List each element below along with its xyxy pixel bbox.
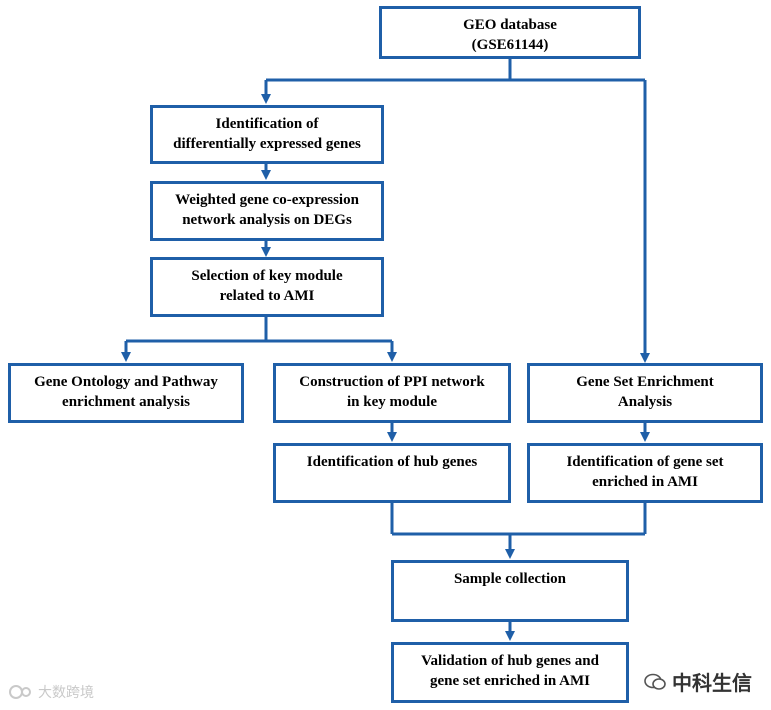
- node-label-line: enrichment analysis: [62, 394, 190, 410]
- node-label-line: in key module: [346, 394, 437, 410]
- node-gsea: Gene Set Enrichment Analysis: [527, 363, 763, 423]
- node-ppi-network: Construction of PPI network in key modul…: [273, 363, 511, 423]
- node-label-line: Analysis: [617, 394, 673, 410]
- node-go-pathway: Gene Ontology and Pathway enrichment ana…: [8, 363, 244, 423]
- node-gene-set-enriched: Identification of gene set enriched in A…: [527, 443, 763, 503]
- node-label-line: Identification of gene set: [566, 454, 724, 470]
- node-label-line: related to AMI: [219, 288, 315, 304]
- node-label-line: Validation of hub genes and: [421, 653, 599, 669]
- watermark-left-text: 大数跨境: [38, 685, 94, 701]
- node-label-line: Identification of: [215, 116, 319, 132]
- node-label-line: gene set enriched in AMI: [430, 673, 590, 689]
- node-deg-identification: Identification of differentially express…: [150, 105, 384, 164]
- node-label-line: GEO database: [463, 17, 557, 33]
- node-geo-database: GEO database (GSE61144): [379, 6, 641, 59]
- node-hub-genes: Identification of hub genes: [273, 443, 511, 503]
- node-wgcna: Weighted gene co-expression network anal…: [150, 181, 384, 241]
- node-label-line: differentially expressed genes: [173, 136, 361, 152]
- node-label-line: Selection of key module: [191, 268, 343, 284]
- node-sample-collection: Sample collection: [391, 560, 629, 622]
- watermark-right-text: 中科生信: [672, 671, 752, 695]
- watermark-left: 大数跨境: [8, 682, 94, 702]
- node-label-line: (GSE61144): [471, 37, 549, 53]
- node-key-module: Selection of key module related to AMI: [150, 257, 384, 317]
- node-label-line: Construction of PPI network: [299, 374, 485, 390]
- camera-logo-icon: [9, 685, 31, 699]
- watermark-right: 中科生信: [644, 667, 752, 696]
- node-label-line: enriched in AMI: [592, 474, 698, 490]
- node-label-line: Weighted gene co-expression: [175, 192, 359, 208]
- node-label-line: Gene Ontology and Pathway: [34, 374, 218, 390]
- node-label-line: network analysis on DEGs: [182, 212, 352, 228]
- node-label-line: Sample collection: [453, 571, 567, 587]
- node-validation: Validation of hub genes and gene set enr…: [391, 642, 629, 703]
- wechat-icon: [644, 673, 666, 690]
- node-label-line: Identification of hub genes: [306, 454, 478, 470]
- node-label-line: Gene Set Enrichment: [576, 374, 714, 390]
